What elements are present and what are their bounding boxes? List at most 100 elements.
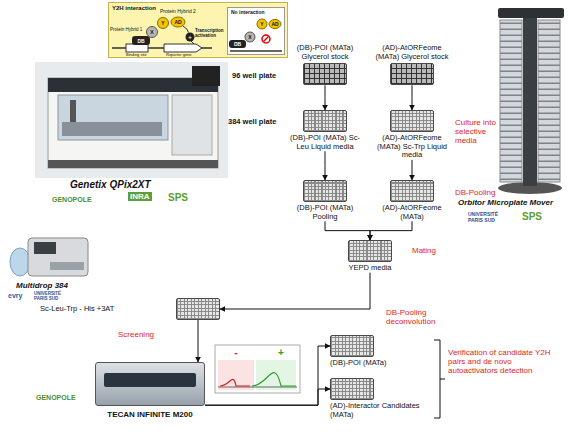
domain-label: X xyxy=(248,35,251,40)
robot-deck xyxy=(62,122,162,136)
logo-text: UNIVERSITÉ PARIS SUD xyxy=(468,212,510,224)
logo-text: UNIVERSITÉ PARIS SUD xyxy=(34,291,74,301)
domain-label: DB xyxy=(234,42,241,47)
step-label: Verification of candidate Y2H pairs and … xyxy=(448,348,560,376)
plate-format: 96 well plate xyxy=(232,72,276,81)
well-plate xyxy=(303,180,347,202)
domain-label: DB xyxy=(137,38,144,43)
node-text: Y2H interaction xyxy=(112,5,156,12)
dispenser-plate-slot xyxy=(50,262,84,270)
step-label: DB-Pooling deconvolution xyxy=(386,308,456,326)
flow-arrow xyxy=(412,85,413,110)
orbitor-column xyxy=(523,12,537,186)
no-sign xyxy=(262,35,270,43)
robot-body xyxy=(48,78,218,168)
logo-text: GENOPOLE xyxy=(52,196,92,204)
reader-body xyxy=(95,362,205,406)
readout-graph xyxy=(215,345,300,393)
domain-label: Y xyxy=(161,21,164,26)
orbitor-stack xyxy=(538,20,560,182)
node-text: (DB)-POI (MATa) Sc-Leu Liquid media xyxy=(285,134,365,151)
orbitor-cap xyxy=(498,8,564,18)
activation-label: Transcription activation xyxy=(195,28,226,38)
well-plate xyxy=(390,180,434,202)
domain-label: X xyxy=(150,30,153,35)
db-domain xyxy=(132,36,150,45)
logo-text: GENOPOLE xyxy=(36,394,76,402)
protein-x xyxy=(147,27,158,38)
no-sign-bar xyxy=(264,37,269,42)
well-plate xyxy=(330,378,374,400)
plate-reader: TECAN INFINITE M200 xyxy=(95,362,205,419)
ad-domain xyxy=(171,17,185,27)
robot-window xyxy=(58,95,168,140)
flow-arrow xyxy=(205,346,330,405)
well-plate-node: YEPD media xyxy=(335,240,405,273)
well-plate xyxy=(390,63,434,85)
well-plate xyxy=(303,63,347,85)
dispenser-photo xyxy=(10,238,88,276)
graph-frame xyxy=(215,345,300,393)
logo-text: SPS xyxy=(522,211,542,223)
well-plate-node: (DB)-POI (MATa) xyxy=(330,335,415,368)
well-plate-node: (DB)-POI (MATa) Sc-Leu Liquid media xyxy=(285,110,365,151)
step-label: Mating xyxy=(412,246,436,255)
plus-sign: + xyxy=(188,34,192,40)
node-text: TECAN INFINITE M200 xyxy=(95,410,205,419)
orbitor-stack xyxy=(500,20,522,182)
logo-text: evry xyxy=(8,292,22,300)
flow-arrow xyxy=(205,389,330,405)
protein-y xyxy=(158,18,169,29)
node-text: (DB)-POI (MATa) Pooling xyxy=(285,204,365,221)
well-plate-node: (AD)-AtORFeome (MATa) xyxy=(372,180,452,221)
flow-arrow xyxy=(198,320,199,362)
instrument-name: Genetix QPix2XT xyxy=(70,179,151,191)
node-text: Sc-Leu-Trp - His +3AT xyxy=(40,305,174,314)
node-text: (DB)-POI (MATa) xyxy=(330,359,387,368)
photo-background xyxy=(35,62,228,178)
robot-arm xyxy=(70,100,76,122)
node-text: (AD)-AtORFeome (MATa) Sc-Trp Liquid medi… xyxy=(372,134,452,160)
well-plate-node: Sc-Leu-Trp - His +3AT xyxy=(40,298,220,320)
robot-monitor xyxy=(192,66,220,86)
negative-zone xyxy=(218,360,254,390)
dna-label: Reporter gene xyxy=(166,53,192,58)
binding-site xyxy=(126,44,148,52)
flow-arrow xyxy=(325,85,326,110)
bracket xyxy=(434,340,445,418)
dna-strand xyxy=(230,50,282,52)
signal-sign: + xyxy=(278,348,284,358)
node-text: (DB)-POI (MATa) Glycerol stock xyxy=(285,44,365,61)
orbitor-base xyxy=(498,182,562,194)
flow-arrow xyxy=(370,221,412,240)
flow-arrow xyxy=(325,221,370,240)
plus-circle xyxy=(186,33,195,42)
no-interaction-panel xyxy=(229,19,282,51)
instrument-name: Orbitor Microplate Mover xyxy=(458,198,553,207)
instrument-name: Multidrop 384 xyxy=(16,281,68,290)
signal-sign: - xyxy=(234,348,237,358)
ad-domain xyxy=(269,20,281,29)
graph-axis xyxy=(218,387,297,388)
robot-base xyxy=(48,160,218,168)
well-plate-node: (DB)-POI (MATa) Glycerol stock xyxy=(285,44,365,85)
protein-x xyxy=(245,32,255,42)
flow-arrow xyxy=(325,151,326,180)
inset-subpanel: No interaction xyxy=(227,7,285,55)
protein-label: Protein Hybrid 1 xyxy=(110,27,142,32)
node-text: No interaction xyxy=(231,10,265,16)
well-plate-node: (AD)-AtORFeome (MATa) Sc-Trp Liquid medi… xyxy=(372,110,452,160)
well-plate-node: (DB)-POI (MATa) Pooling xyxy=(285,180,365,221)
domain-label: AD xyxy=(174,20,181,25)
node-text: YEPD media xyxy=(349,264,392,273)
protein-label: Protein Hybrid 2 xyxy=(160,9,196,15)
well-plate xyxy=(348,240,392,262)
media-flask xyxy=(10,248,30,276)
activation-arrow xyxy=(183,26,194,44)
well-plate-node: (AD)-Interactor Candidates (MATa) xyxy=(330,378,425,419)
orbitor-photo xyxy=(498,8,564,194)
step-label: Culture into selective media xyxy=(455,118,505,146)
logo-text: INRA xyxy=(128,192,152,201)
protein-y xyxy=(257,19,267,29)
